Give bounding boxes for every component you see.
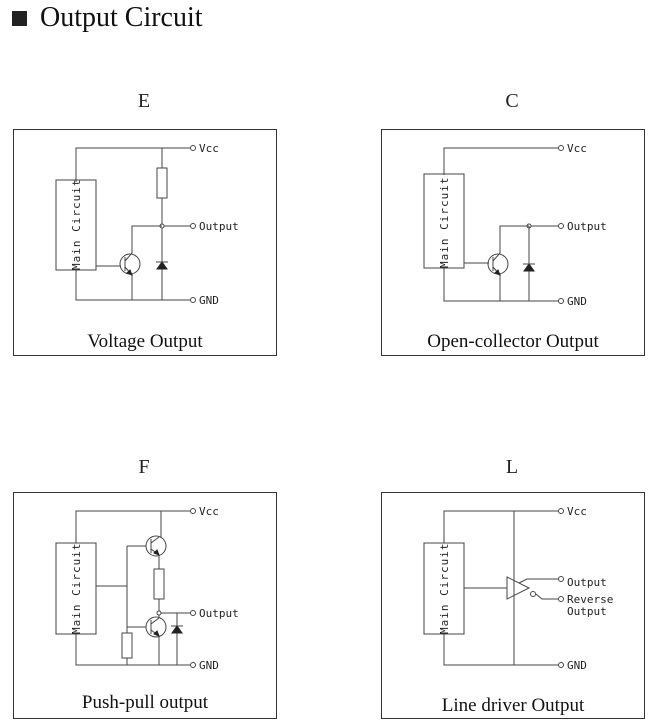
vcc-terminal <box>190 145 196 151</box>
gnd-terminal <box>558 298 564 304</box>
vcc-label: Vcc <box>567 142 587 155</box>
main-circuit-label: Main Circuit <box>70 543 83 634</box>
main-circuit-block <box>423 173 465 269</box>
line-driver-schematic: Main Circuit Vcc Output Reverse Output G… <box>423 505 613 672</box>
page-title: Output Circuit <box>12 2 203 34</box>
open-collector-schematic: Main Circuit Vcc Output GND <box>423 142 607 308</box>
diode-icon <box>156 261 168 270</box>
output-label: Output <box>199 607 239 620</box>
panel-line-driver-output: Main Circuit Vcc Output Reverse Output G… <box>381 492 645 719</box>
gnd-terminal <box>558 662 564 668</box>
vcc-terminal <box>190 508 196 514</box>
gnd-label: GND <box>567 295 587 308</box>
series-resistor <box>153 568 165 600</box>
pullup-resistor <box>156 167 168 199</box>
square-bullet-icon <box>12 10 27 26</box>
vcc-terminal <box>558 508 564 514</box>
reverse-output-label-line1: Reverse <box>567 593 613 606</box>
output-node <box>156 610 162 616</box>
panel-c-letter: C <box>505 90 519 112</box>
output-label: Output <box>199 220 239 233</box>
vcc-label: Vcc <box>199 505 219 518</box>
main-circuit-label: Main Circuit <box>70 179 83 270</box>
page-title-text: Output Circuit <box>40 2 203 33</box>
gnd-terminal <box>190 297 196 303</box>
main-circuit-block <box>55 542 97 635</box>
panel-caption: Open-collector Output <box>427 331 599 352</box>
output-terminal <box>558 576 564 582</box>
main-circuit-block <box>55 179 97 271</box>
main-circuit-label: Main Circuit <box>438 543 451 634</box>
vcc-terminal <box>558 145 564 151</box>
gnd-label: GND <box>199 659 219 672</box>
vcc-label: Vcc <box>199 142 219 155</box>
output-terminal <box>190 223 196 229</box>
panel-push-pull-output: Main Circuit Vcc Output GND Push-pull ou… <box>13 492 277 719</box>
gnd-label: GND <box>199 294 219 307</box>
vcc-label: Vcc <box>567 505 587 518</box>
output-label: Output <box>567 576 607 589</box>
gnd-terminal <box>190 662 196 668</box>
inverting-bubble <box>530 591 536 597</box>
panel-l-letter: L <box>505 456 519 478</box>
reverse-output-label-line2: Output <box>567 605 607 618</box>
panel-voltage-output: Main Circuit Vcc Output GND Voltage Outp… <box>13 129 277 356</box>
main-circuit-block <box>423 542 465 635</box>
panel-e-letter: E <box>137 90 151 112</box>
panel-caption: Line driver Output <box>441 695 585 716</box>
output-terminal <box>190 610 196 616</box>
gnd-label: GND <box>567 659 587 672</box>
voltage-output-schematic: Main Circuit Vcc Output GND <box>55 142 239 307</box>
line-driver-buffer-icon <box>506 576 531 600</box>
base-resistor <box>121 632 133 659</box>
push-pull-schematic: Main Circuit Vcc Output GND <box>55 505 239 672</box>
panel-caption: Push-pull output <box>81 692 209 713</box>
panel-open-collector-output: Main Circuit Vcc Output GND Open-collect… <box>381 129 645 356</box>
main-circuit-label: Main Circuit <box>438 177 451 268</box>
diode-icon <box>523 263 535 272</box>
reverse-output-terminal <box>558 596 564 602</box>
diode-icon <box>171 625 183 634</box>
output-terminal <box>558 223 564 229</box>
panel-caption: Voltage Output <box>87 331 203 352</box>
output-label: Output <box>567 220 607 233</box>
panel-f-letter: F <box>138 456 150 478</box>
